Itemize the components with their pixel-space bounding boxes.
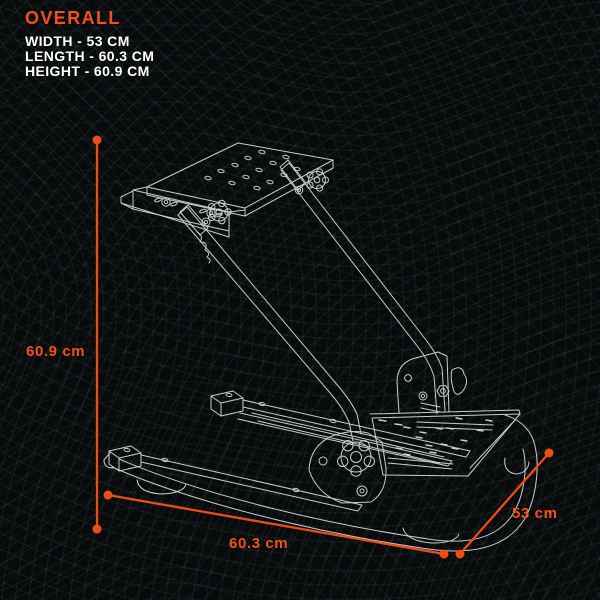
center-pivot-bracket bbox=[308, 431, 387, 504]
length-dimension-label: 60.3 cm bbox=[229, 535, 289, 552]
height-dimension-line bbox=[92, 135, 102, 534]
front-mounting-bracket bbox=[120, 186, 246, 238]
rear-mount-bracket bbox=[396, 351, 468, 414]
length-line-left-dot bbox=[103, 490, 113, 500]
spec-line-width: WIDTH - 53 CM bbox=[25, 33, 130, 49]
center-adjust-knob bbox=[337, 440, 375, 477]
overall-specs-header: OVERALL WIDTH - 53 CM LENGTH - 60.3 CM H… bbox=[25, 8, 154, 79]
length-line-right-dot bbox=[439, 549, 449, 559]
spec-line-height: HEIGHT - 60.9 CM bbox=[25, 63, 150, 79]
front-clamp-knob bbox=[201, 199, 232, 227]
length-dimension-line bbox=[103, 490, 449, 559]
height-line-top-dot bbox=[92, 135, 102, 145]
spec-line-length: LENGTH - 60.3 CM bbox=[25, 48, 155, 64]
base-feet bbox=[136, 457, 530, 544]
rear-clamp-knob bbox=[294, 168, 329, 195]
pedal-tray bbox=[108, 390, 471, 512]
width-dimension-label: 53 cm bbox=[512, 505, 558, 522]
base-frame bbox=[103, 414, 538, 552]
width-line-top-dot bbox=[544, 448, 554, 458]
specs-title: OVERALL bbox=[25, 8, 121, 28]
front-support-tube bbox=[177, 204, 362, 442]
rear-support-tube bbox=[279, 159, 446, 415]
wheel-plate bbox=[146, 142, 334, 217]
height-line-bottom-dot bbox=[92, 524, 102, 534]
width-dimension-line bbox=[455, 448, 554, 559]
height-dimension-label: 60.9 cm bbox=[26, 343, 86, 360]
base-plate-right bbox=[369, 409, 521, 477]
width-line-bottom-dot bbox=[455, 549, 465, 559]
specs-list: WIDTH - 53 CM LENGTH - 60.3 CM HEIGHT - … bbox=[25, 34, 154, 79]
